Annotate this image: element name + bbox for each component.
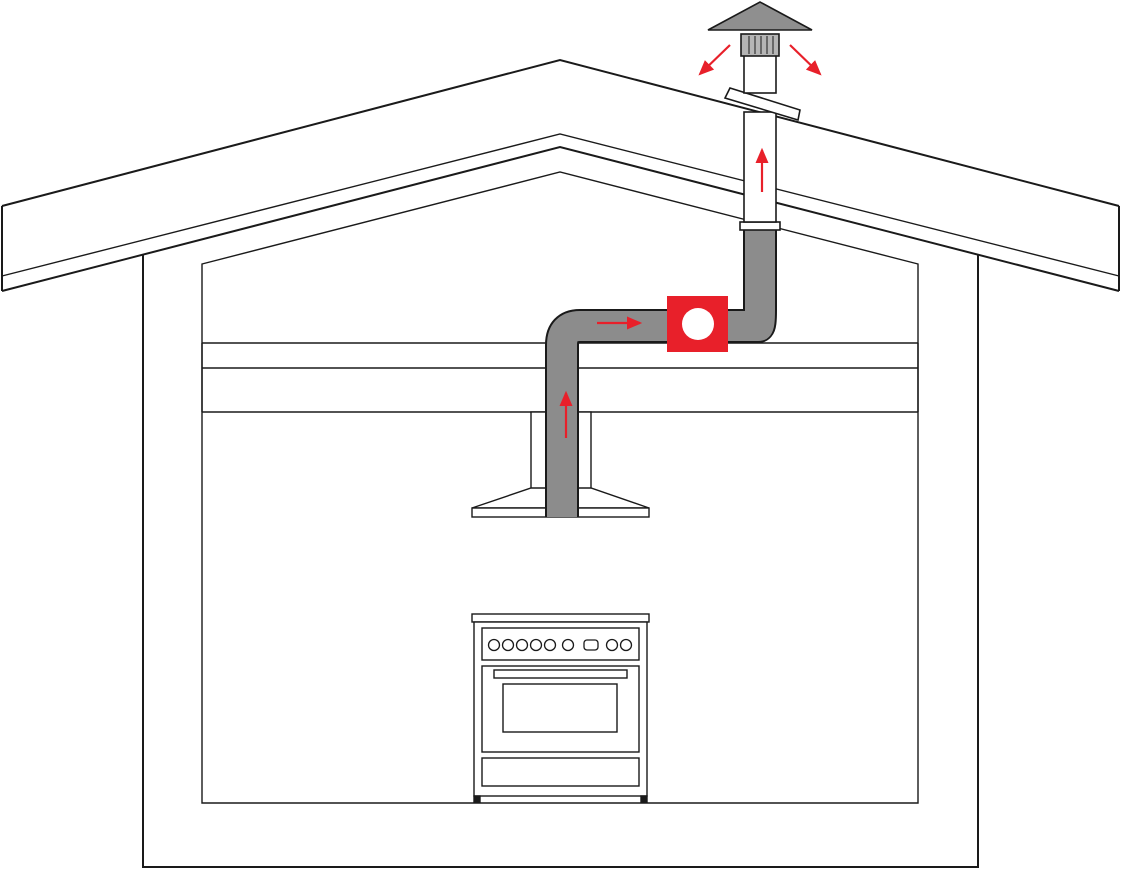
- roof-flashing: [723, 87, 801, 122]
- oven-window: [502, 683, 618, 733]
- storage-drawer: [481, 757, 640, 787]
- arrow-exit-right: [789, 44, 822, 76]
- pipe-top: [743, 54, 777, 94]
- outer-wall: [142, 254, 979, 868]
- exhaust-duct: [545, 230, 777, 517]
- pipe-collar: [739, 221, 781, 231]
- roof-pipe: [707, 1, 813, 231]
- house-walls: [142, 171, 979, 868]
- fan-opening: [682, 308, 714, 340]
- roof: [1, 58, 1120, 292]
- roof-inner-line-1: [1, 133, 1120, 277]
- pipe-upper: [743, 111, 777, 223]
- range-top: [471, 613, 650, 623]
- cap-vent-slats: [748, 36, 774, 54]
- roof-outer-line: [1, 58, 1120, 207]
- duct-fill: [547, 230, 775, 517]
- control-knobs: [487, 638, 633, 652]
- arrow-exit-left: [698, 44, 731, 76]
- oven-handle: [493, 669, 628, 679]
- cap-vent: [740, 33, 780, 57]
- duct-outline: [545, 230, 777, 517]
- inline-fan: [667, 296, 728, 352]
- range-oven: [471, 613, 650, 803]
- range-foot-right: [640, 795, 648, 803]
- range-foot-left: [473, 795, 481, 803]
- roof-inner-line-2: [1, 145, 1120, 292]
- airflow-arrows: [559, 44, 822, 438]
- vent-cap-roof: [707, 1, 813, 31]
- inner-wall: [201, 171, 919, 804]
